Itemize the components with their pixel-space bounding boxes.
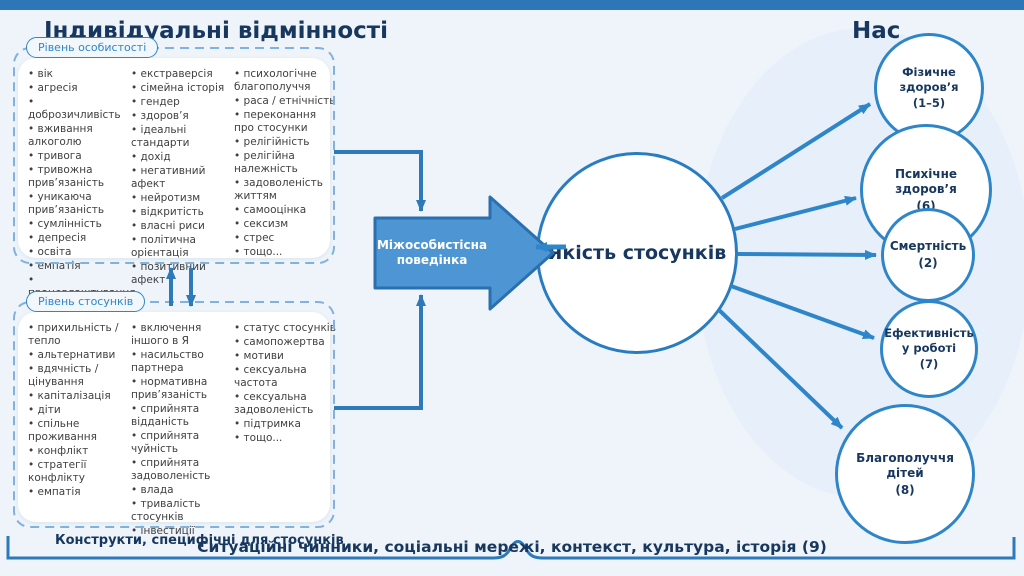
list-item: стрес: [234, 232, 338, 245]
list-item: сприйнята задоволеність: [131, 457, 231, 483]
outcome-number: (8): [895, 482, 915, 497]
list-item: нейротизм: [131, 192, 231, 205]
list-item: переконання про стосунки: [234, 109, 338, 135]
relationship-panel-lists: прихильність / теплоальтернатививдячніст…: [28, 322, 336, 539]
list-item: емпатія: [28, 486, 128, 499]
personality-column-1: вікагресіядоброзичливістьвживання алкого…: [28, 68, 136, 301]
outcome-title: Смертність: [889, 239, 967, 253]
list-item: сексуальна частота: [234, 364, 338, 390]
list-item: сприйнята чуйність: [131, 430, 231, 456]
list-item: релігійна належність: [234, 150, 338, 176]
list-item: агресія: [28, 82, 128, 95]
relationship-column-3: статус стосунківсамопожертвамотивисексуа…: [234, 322, 338, 539]
list-item: відкритість: [131, 206, 231, 219]
list-item: доброзичливість: [28, 96, 128, 122]
list-item: позитивний афект: [131, 261, 231, 287]
list-item: освіта: [28, 246, 128, 259]
list-item: самопожертва: [234, 336, 338, 349]
outcome-title: Ефективність у роботі: [884, 326, 974, 355]
page-title-right-partial: Нас: [852, 18, 901, 44]
list-item: вік: [28, 68, 128, 81]
outcome-circle-mental-health: Психічне здоров’я (6): [860, 124, 992, 256]
list-item: тощо...: [234, 432, 338, 445]
list-item: сімейна історія: [131, 82, 231, 95]
list-item: сприйнята відданість: [131, 403, 231, 429]
outcome-number: (7): [919, 357, 939, 372]
list-item: політична орієнтація: [131, 234, 231, 260]
list-item: конфлікт: [28, 445, 128, 458]
outcome-title: Психічне здоров’я: [894, 166, 958, 196]
list-item: депресія: [28, 232, 128, 245]
list-item: гендер: [131, 96, 231, 109]
personality-column-3: психологічне благополуччяраса / етнічніс…: [234, 68, 338, 301]
outcome-title: Благополуччя дітей: [856, 450, 954, 480]
list-item: тривожна прив’язаність: [28, 164, 128, 190]
outcome-circle-child-wellbeing: Благополуччя дітей (8): [835, 404, 975, 544]
situational-factors-banner: Ситуаційні чинники, соціальні мережі, ко…: [197, 538, 827, 556]
list-item: психологічне благополуччя: [234, 68, 338, 94]
outcome-circle-work-effectiveness: Ефективність у роботі (7): [880, 300, 978, 398]
list-item: раса / етнічність: [234, 95, 338, 108]
list-item: сексуальна задоволеність: [234, 391, 338, 417]
list-item: уникаюча прив’язаність: [28, 191, 128, 217]
list-item: ідеальні стандарти: [131, 124, 231, 150]
relationship-quality-circle: Якість стосунків: [536, 152, 738, 354]
relationship-panel-label: Рівень стосунків: [26, 291, 146, 312]
list-item: спільне проживання: [28, 418, 128, 444]
top-accent-bar: [0, 0, 1024, 10]
list-item: інвестиції: [131, 525, 231, 538]
list-item: вдячність / цінування: [28, 363, 128, 389]
list-item: сумлінність: [28, 218, 128, 231]
list-item: емпатія: [28, 260, 128, 273]
list-item: власні риси: [131, 220, 231, 233]
list-item: альтернативи: [28, 349, 128, 362]
list-item: сексизм: [234, 218, 338, 231]
list-item: тощо...: [234, 246, 338, 259]
list-item: мотиви: [234, 350, 338, 363]
outcome-number: (1–5): [912, 96, 946, 111]
behavior-box-label: Міжособистісна поведінка: [376, 238, 488, 267]
relationship-column-2: включення іншого в Янасильство партнеран…: [131, 322, 231, 539]
personality-to-behavior-connector: [334, 150, 426, 212]
personality-panel-label: Рівень особистості: [26, 37, 159, 58]
relationship-quality-label: Якість стосунків: [547, 241, 727, 264]
personality-column-2: екстраверсіясімейна історіягендерздоров’…: [131, 68, 231, 301]
list-item: влада: [131, 484, 231, 497]
personality-panel-lists: вікагресіядоброзичливістьвживання алкого…: [28, 68, 335, 301]
list-item: дохід: [131, 151, 231, 164]
outcome-number: (2): [918, 256, 938, 270]
outcome-title: Фізичне здоров’я: [899, 65, 959, 94]
list-item: діти: [28, 404, 128, 417]
list-item: нормативна прив’язаність: [131, 376, 231, 402]
list-item: екстраверсія: [131, 68, 231, 81]
list-item: включення іншого в Я: [131, 322, 231, 348]
list-item: тривалість стосунків: [131, 498, 231, 524]
list-item: капіталізація: [28, 390, 128, 403]
list-item: задоволеність життям: [234, 177, 338, 203]
list-item: вживання алкоголю: [28, 123, 128, 149]
list-item: статус стосунків: [234, 322, 338, 335]
list-item: стратегії конфлікту: [28, 459, 128, 485]
list-item: негативний афект: [131, 165, 231, 191]
list-item: підтримка: [234, 418, 338, 431]
list-item: самооцінка: [234, 204, 338, 217]
outcome-circle-mortality: Смертність (2): [881, 208, 975, 302]
list-item: здоров’я: [131, 110, 231, 123]
list-item: насильство партнера: [131, 349, 231, 375]
list-item: релігійність: [234, 136, 338, 149]
relationship-column-1: прихильність / теплоальтернатививдячніст…: [28, 322, 128, 539]
relationship-to-behavior-connector: [334, 294, 426, 410]
list-item: прихильність / тепло: [28, 322, 128, 348]
list-item: тривога: [28, 150, 128, 163]
